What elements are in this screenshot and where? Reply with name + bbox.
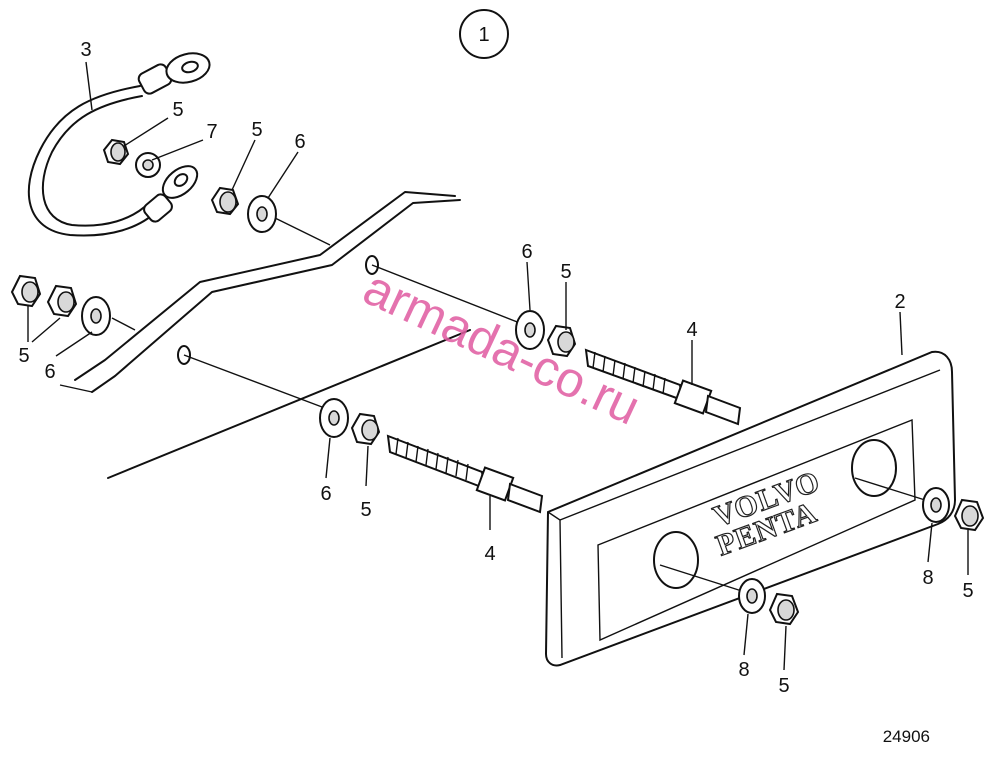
callout-7: 7: [206, 121, 217, 143]
callout-labels: 3 5 7 5 6 5 6 6 5 4 2 6 5 4 8 5 8 5: [18, 39, 973, 697]
watermark-text: armada-co.ru: [355, 259, 648, 435]
callout-4-lower: 4: [484, 543, 495, 565]
right-nut-5: [953, 498, 985, 532]
cable-nut-5b: [210, 186, 240, 216]
callout-3: 3: [80, 39, 91, 61]
centerline-right: [854, 477, 926, 501]
figure-number-badge: 1: [459, 9, 509, 59]
callout-6-lower: 6: [320, 483, 331, 505]
centerline-lower: [183, 354, 331, 411]
callout-6-upper: 6: [521, 241, 532, 263]
callout-5-upper: 5: [560, 261, 571, 283]
callout-5-left: 5: [18, 345, 29, 367]
callout-8-right: 8: [922, 567, 933, 589]
callout-5-right: 5: [962, 580, 973, 602]
centerline-upper: [371, 264, 526, 326]
hull-hole-upper: [365, 255, 379, 275]
cable-washer-6: [247, 195, 277, 233]
ground-cable: [27, 52, 211, 237]
callout-5-cable: 5: [172, 99, 183, 121]
cable-lock-washer-7: [135, 152, 161, 178]
cable-nut-5: [102, 138, 130, 166]
callout-6-left: 6: [44, 361, 55, 383]
lower-stud-assembly: [319, 398, 544, 514]
callout-4-upper: 4: [686, 319, 697, 341]
left-washer-8: [738, 578, 766, 614]
figure-number: 1: [478, 24, 489, 46]
callout-5-bottom: 5: [778, 675, 789, 697]
hull-hole-lower: [177, 345, 191, 365]
leader-lines: [27, 61, 969, 671]
callout-5-lower: 5: [360, 499, 371, 521]
anode-hole-left: [653, 531, 699, 589]
callout-2: 2: [894, 291, 905, 313]
centerline-cable: [111, 217, 331, 331]
callout-6-cable: 6: [294, 131, 305, 153]
anode-hole-right: [851, 439, 897, 497]
callout-5-cable-b: 5: [251, 119, 262, 141]
drawing-reference-number: 24906: [883, 727, 930, 746]
hull-outline: [59, 191, 471, 479]
upper-stud-assembly: [515, 310, 742, 426]
callout-8-left: 8: [738, 659, 749, 681]
left-nut-5: [768, 592, 800, 626]
centerline-left: [659, 564, 746, 593]
right-washer-8: [922, 487, 950, 523]
left-hardware-stack: [10, 274, 111, 336]
